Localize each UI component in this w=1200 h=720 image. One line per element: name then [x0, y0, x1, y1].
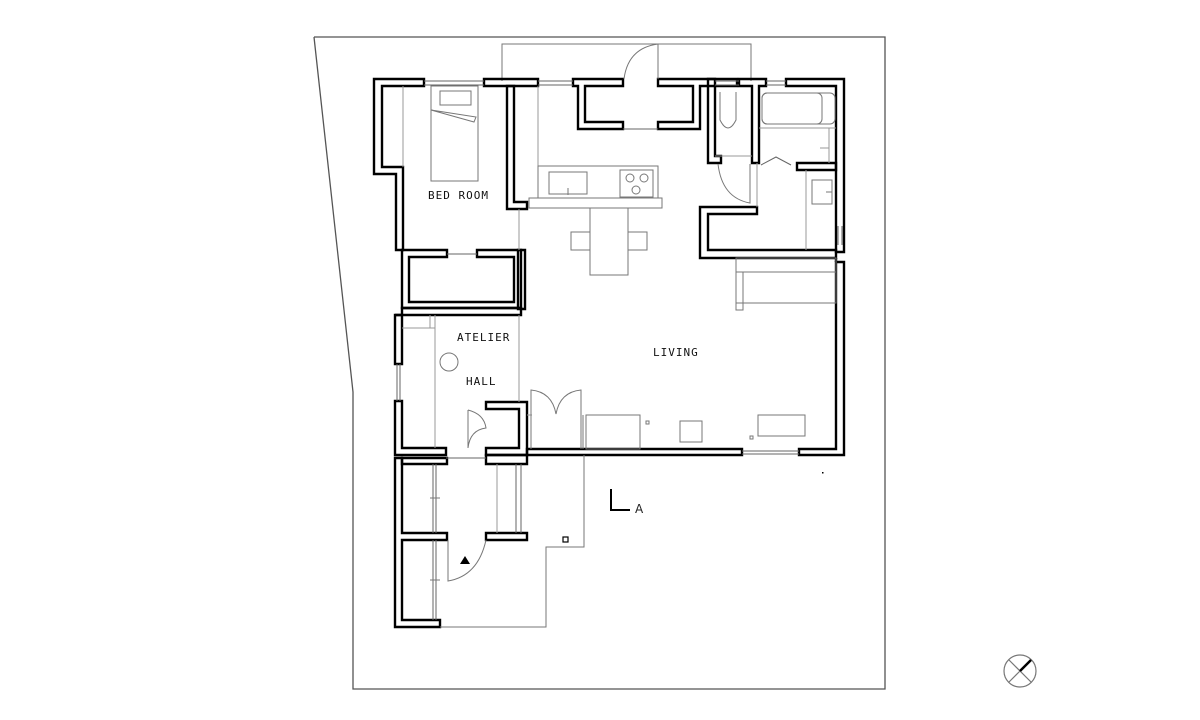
site-boundary	[313, 36, 886, 690]
living-furniture	[527, 414, 806, 450]
interior-lines	[402, 86, 836, 533]
walls	[372, 77, 846, 629]
section-marker-label: A	[635, 502, 644, 516]
windows	[396, 80, 843, 620]
porch-outline	[440, 455, 585, 628]
room-label-living: LIVING	[653, 346, 699, 359]
entrance-door	[447, 539, 487, 582]
atelier-stool	[439, 352, 459, 372]
bed	[430, 85, 479, 182]
bath-folding-door	[760, 156, 792, 166]
wc-door	[717, 163, 751, 204]
section-marker-icon	[610, 489, 630, 511]
room-label-bedroom: BED ROOM	[428, 189, 489, 202]
terrace-outline	[501, 43, 752, 81]
room-label-hall: HALL	[466, 375, 497, 388]
north-arrow-icon	[1003, 654, 1037, 688]
hall-closet-door	[467, 409, 487, 449]
sofa	[735, 257, 837, 311]
terrace-door	[623, 43, 659, 80]
toilet	[719, 92, 737, 129]
closet-double-door	[530, 389, 582, 449]
post-marker	[562, 536, 569, 543]
dining-table	[570, 207, 648, 276]
entrance-marker-icon	[460, 556, 470, 564]
bathtub	[761, 92, 836, 125]
washbasin	[811, 179, 833, 205]
room-label-atelier: ATELIER	[457, 331, 511, 344]
kitchen-counter	[528, 165, 663, 209]
